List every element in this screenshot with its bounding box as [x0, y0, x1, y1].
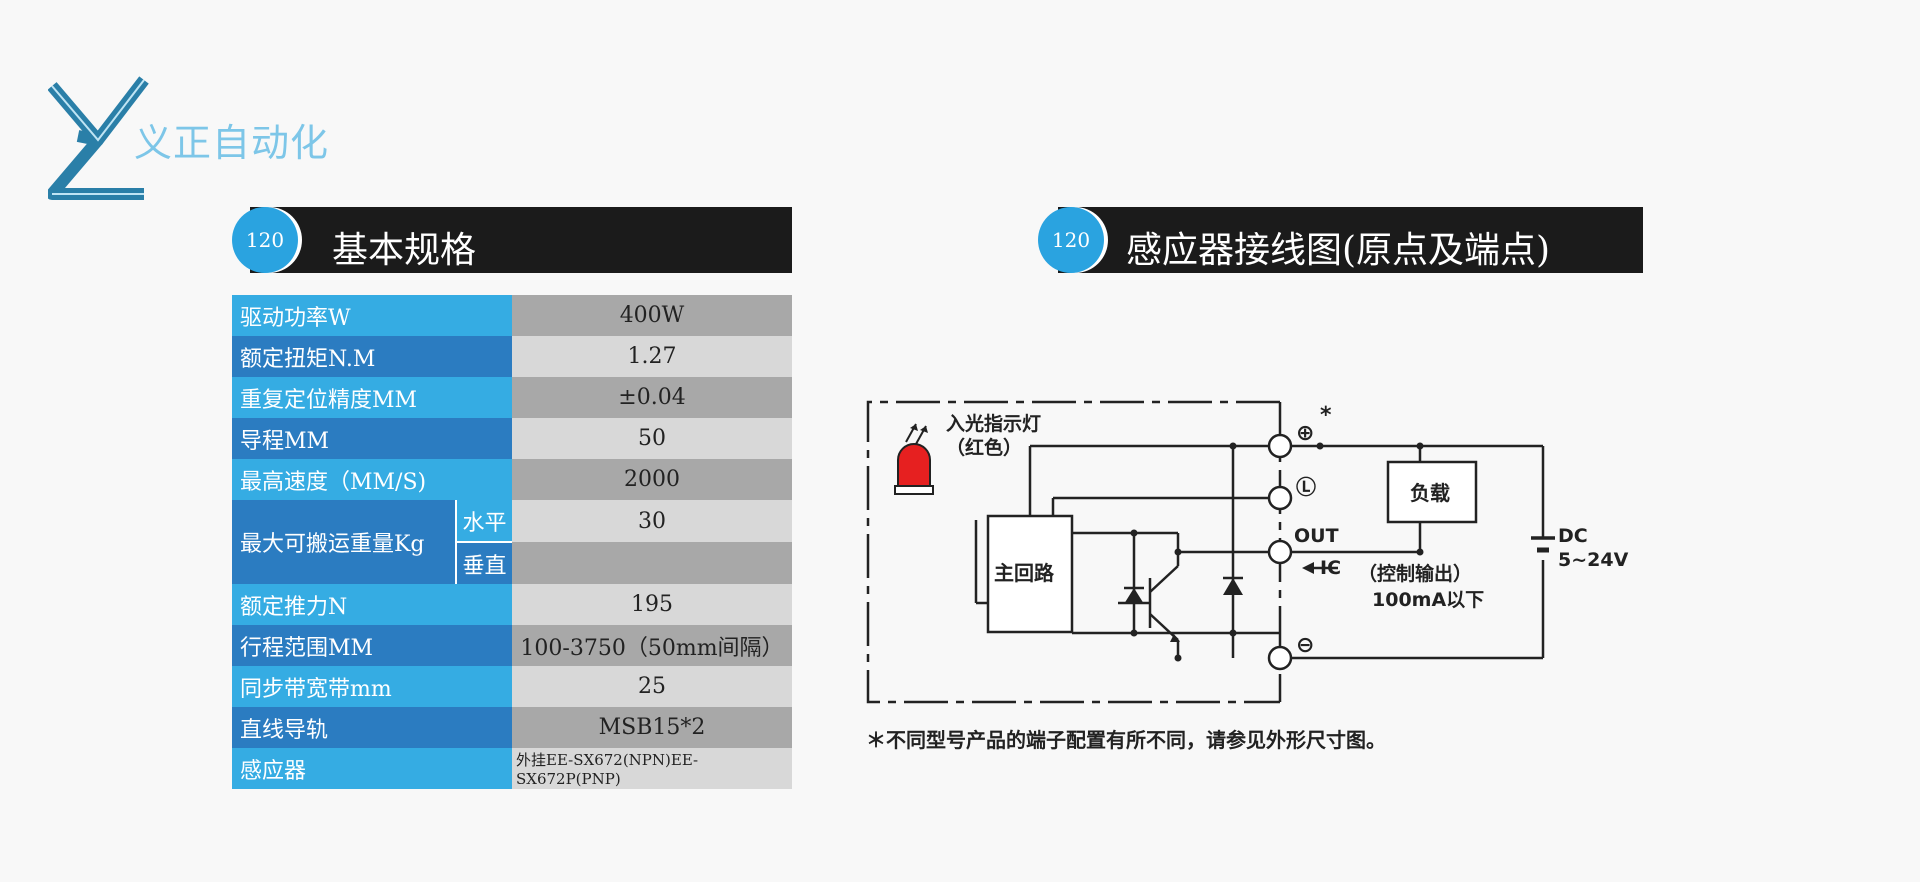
spec-section-header: 基本规格 [250, 207, 792, 273]
spec-value: 195 [512, 584, 792, 625]
out-terminal-label: OUT [1294, 525, 1339, 547]
minus-terminal-label: ⊖ [1296, 633, 1314, 658]
spec-value: 2000 [512, 459, 792, 500]
current-label: 100mA以下 [1372, 589, 1484, 611]
spec-label: 行程范围MM [232, 625, 512, 666]
spec-label: 导程MM [232, 418, 512, 459]
spec-sublabel: 水平 [455, 500, 512, 543]
terminal-minus [1267, 645, 1293, 671]
table-row: 直线导轨 MSB15*2 [232, 707, 792, 748]
terminal-out [1267, 539, 1293, 565]
spec-value: 25 [512, 666, 792, 707]
table-row: 垂直 [232, 542, 792, 584]
wiring-section-title: 感应器接线图(原点及端点) [1126, 230, 1551, 271]
spec-value: 外挂EE-SX672(NPN)EE-SX672P(PNP) [512, 748, 792, 789]
spec-value: ±0.04 [512, 377, 792, 418]
spec-section-number: 120 [232, 207, 298, 273]
ic-label: IC [1320, 557, 1341, 579]
table-row: 额定扭矩N.M 1.27 [232, 336, 792, 377]
spec-value: 1.27 [512, 336, 792, 377]
terminal-l [1267, 485, 1293, 511]
table-row: 额定推力N 195 [232, 584, 792, 625]
table-row: 行程范围MM 100-3750（50mm间隔） [232, 625, 792, 666]
logo-icon [48, 76, 149, 200]
indicator-label: 入光指示灯 [946, 412, 1041, 435]
brand-name: 义正自动化 [134, 121, 330, 165]
terminal-plus [1267, 433, 1293, 459]
spec-value: 400W [512, 295, 792, 336]
voltage-label: 5~24V [1558, 549, 1629, 571]
table-row: 最大可搬运重量Kg 水平 30 [232, 500, 792, 584]
spec-label: 额定推力N [232, 584, 512, 625]
spec-label: 重复定位精度MM [232, 377, 512, 418]
table-row: 重复定位精度MM ±0.04 [232, 377, 792, 418]
table-row: 感应器 外挂EE-SX672(NPN)EE-SX672P(PNP) [232, 748, 792, 789]
spec-label: 最大可搬运重量Kg [232, 500, 456, 584]
wiring-section-header: 感应器接线图(原点及端点) [1058, 207, 1643, 273]
l-terminal-label: Ⓛ [1296, 475, 1316, 499]
table-row: 同步带宽带mm 25 [232, 666, 792, 707]
spec-value [512, 542, 792, 584]
spec-label: 最高速度（MM/S) [232, 459, 512, 500]
spec-label: 感应器 [232, 748, 512, 789]
wiring-section-number: 120 [1038, 207, 1104, 273]
wiring-diagram: 入光指示灯 （红色） 主回路 负载 ⊕ * Ⓛ OUT IC ⊖ （控制输出） … [866, 400, 1629, 704]
load-box [1386, 460, 1478, 524]
diagram-note: ＊不同型号产品的端子配置有所不同，请参见外形尺寸图。 [866, 728, 1386, 752]
star-mark: * [1320, 403, 1332, 428]
spec-label: 同步带宽带mm [232, 666, 512, 707]
table-row: 导程MM 50 [232, 418, 792, 459]
spec-table: 驱动功率W 400W 额定扭矩N.M 1.27 重复定位精度MM ±0.04 导… [232, 295, 792, 789]
load-label: 负载 [1410, 481, 1450, 505]
table-row: 驱动功率W 400W [232, 295, 792, 336]
spec-value: 30 [512, 500, 792, 542]
main-circuit-box [986, 514, 1074, 634]
dc-label: DC [1558, 525, 1588, 547]
indicator-color-label: （红色） [946, 436, 1022, 459]
spec-value: 50 [512, 418, 792, 459]
spec-label: 驱动功率W [232, 295, 512, 336]
spec-label: 额定扭矩N.M [232, 336, 512, 377]
control-output-label: （控制输出） [1358, 562, 1472, 585]
spec-section-title: 基本规格 [332, 230, 477, 271]
spec-sublabel: 垂直 [455, 542, 512, 584]
table-row: 最高速度（MM/S) 2000 [232, 459, 792, 500]
spec-value: MSB15*2 [512, 707, 792, 748]
red-led-icon [894, 423, 934, 495]
spec-value: 100-3750（50mm间隔） [512, 625, 792, 666]
main-circuit-label: 主回路 [994, 561, 1055, 585]
plus-terminal-label: ⊕ [1296, 421, 1314, 446]
spec-label: 直线导轨 [232, 707, 512, 748]
